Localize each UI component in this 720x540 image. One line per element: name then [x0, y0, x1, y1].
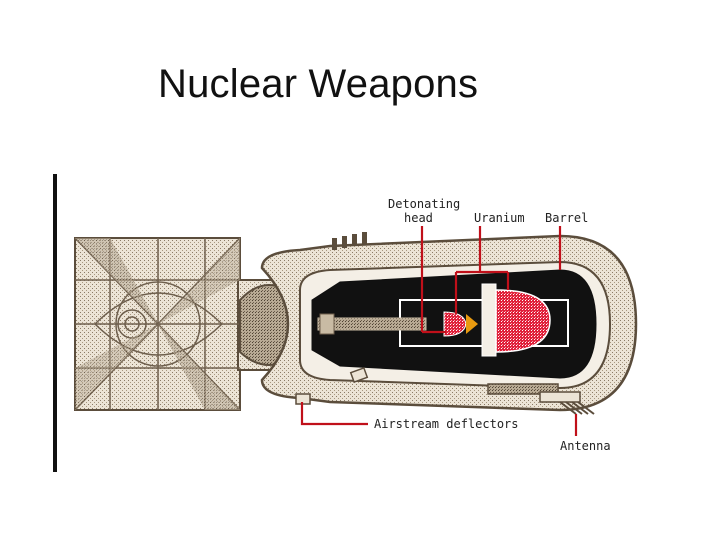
- label-uranium: Uranium: [474, 211, 525, 225]
- slide-title: Nuclear Weapons: [158, 62, 479, 106]
- label-antenna: Antenna: [560, 439, 611, 453]
- label-head: head: [404, 211, 433, 225]
- label-airstream-deflectors: Airstream deflectors: [374, 417, 519, 431]
- antenna-prongs: [559, 401, 595, 415]
- vertical-rule: [53, 174, 57, 472]
- callout-lines: [300, 226, 578, 436]
- label-detonating: Detonating: [388, 197, 460, 211]
- gun-assembly: [317, 283, 569, 357]
- label-barrel: Barrel: [545, 211, 588, 225]
